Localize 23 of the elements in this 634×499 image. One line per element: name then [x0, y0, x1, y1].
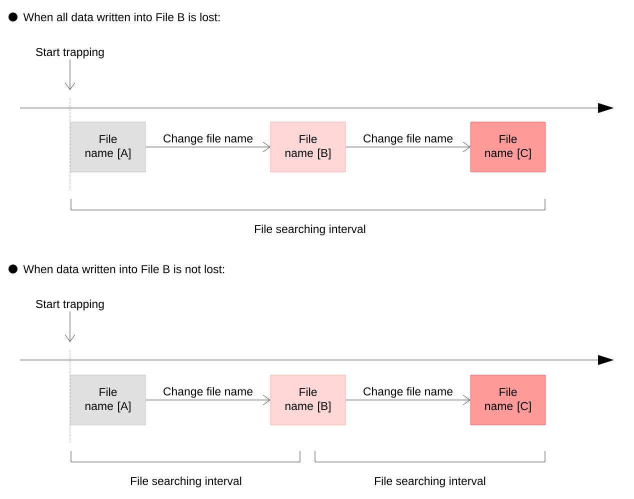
interval-label: File searching interval	[131, 476, 242, 488]
arrow	[146, 142, 270, 152]
arrow	[64, 311, 76, 342]
file-box: File name [C]	[470, 122, 546, 172]
edge-label: Change file name	[362, 133, 454, 146]
file-box: File name [C]	[470, 374, 546, 426]
edge-label: Change file name	[162, 386, 254, 399]
file-box: File name [B]	[270, 122, 346, 172]
interval-label: File searching interval	[375, 476, 486, 488]
file-box: File name [A]	[70, 122, 146, 172]
edge-label: Change file name	[162, 133, 254, 146]
interval-label: File searching interval	[255, 224, 366, 236]
edge-label: Change file name	[362, 386, 454, 399]
file-box: File name [A]	[70, 374, 146, 426]
heading: When all data written into File B is lost:	[23, 12, 220, 22]
arrow	[64, 59, 76, 90]
file-box: File name [B]	[270, 374, 346, 426]
arrow	[346, 142, 470, 152]
start-label: Start trapping	[36, 300, 104, 310]
arrow	[346, 394, 470, 406]
start-label: Start trapping	[36, 48, 104, 58]
heading: When data written into File B is not lost:	[23, 264, 224, 274]
arrow	[146, 394, 270, 406]
